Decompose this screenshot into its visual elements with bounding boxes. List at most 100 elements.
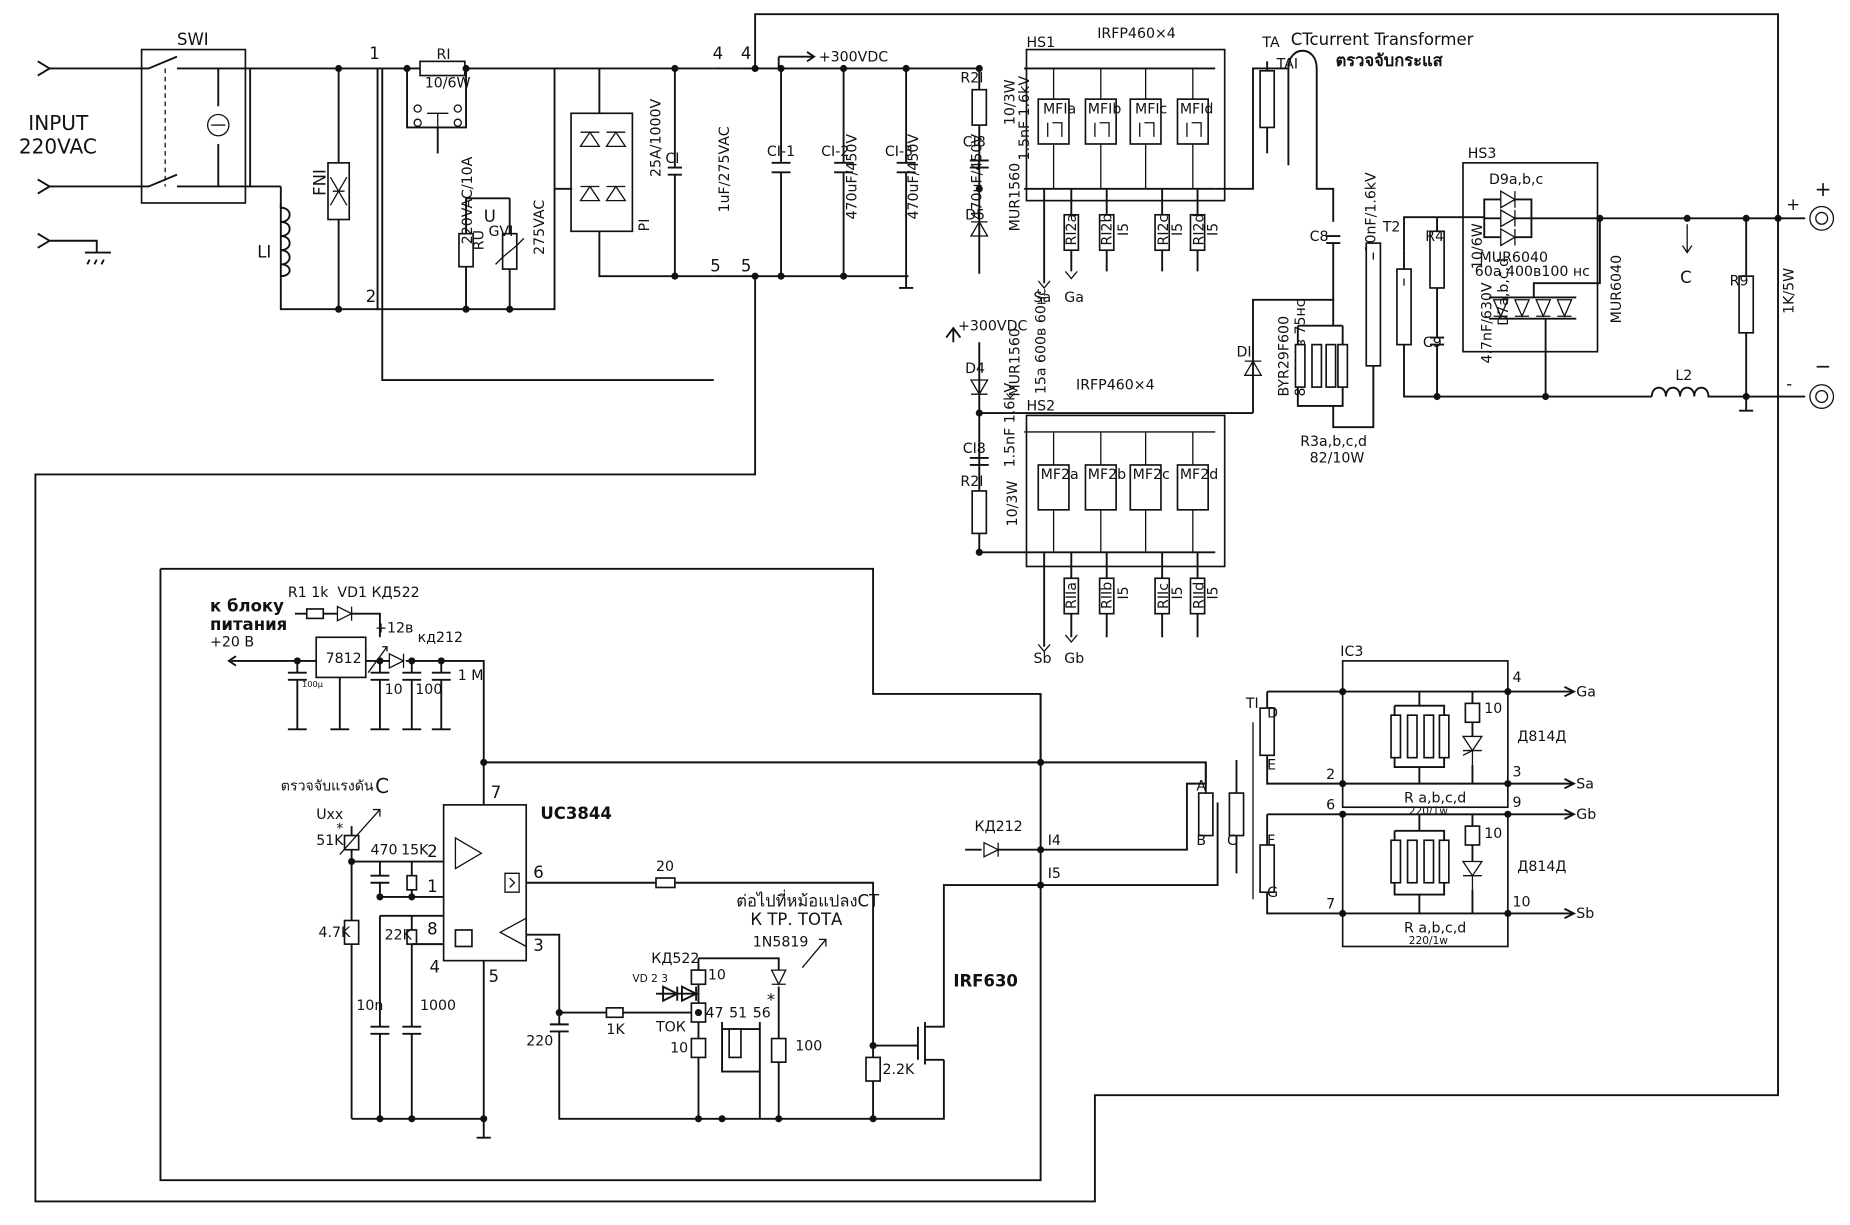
upper-mosfet-bank: R2I 10/3W CI8 1.5nF 1.6kV D5 MUR1560 HS1… xyxy=(960,26,1226,306)
fet-label: IRF630 xyxy=(953,972,1018,991)
gd-pin4: 4 xyxy=(1513,670,1522,686)
cs-r100: 100 xyxy=(795,1038,822,1054)
r22kb-label: 2.2K xyxy=(883,1062,916,1078)
r22k-label: 22K xyxy=(385,927,413,943)
bus-voltage-2: +300VDC xyxy=(958,318,1027,334)
cs-tok: ТОК xyxy=(655,1019,686,1035)
gb-label: Gb xyxy=(1064,651,1084,667)
pin3: 3 xyxy=(533,936,544,955)
input-label-2: 220VAC xyxy=(19,134,97,158)
r51k-label: 51K xyxy=(316,833,344,849)
r21a-val: 10/3W xyxy=(1003,79,1019,125)
r21b-val: 10/3W xyxy=(1005,481,1021,527)
cap-1-val: 470uF/450V xyxy=(845,134,861,220)
hs3-label: HS3 xyxy=(1468,146,1497,162)
cs-r10b: 10 xyxy=(670,1041,688,1057)
r51k-star: * xyxy=(336,821,343,837)
c18a-ref: CI8 xyxy=(963,134,986,150)
gd-pin3: 3 xyxy=(1513,765,1522,781)
ga-label: Ga xyxy=(1064,290,1084,306)
switch-ref: SWI xyxy=(177,30,209,49)
bridge-ref: PI xyxy=(637,219,653,232)
to-supply-3: +20 В xyxy=(210,635,254,651)
sb-label: Sb xyxy=(1034,651,1052,667)
gd-rabcd-2: R a,b,c,d xyxy=(1404,920,1466,936)
to-supply-2: питания xyxy=(210,615,287,634)
mfid: MFId xyxy=(1180,101,1214,117)
d5-val: MUR1560 xyxy=(1007,163,1023,231)
uc3844-controller: UC3844 7 2 1 6 8 3 4 5 ตรวจจับแรงดัน C U… xyxy=(281,758,1207,1139)
gate-drive: A B C TI D E F G IC3 4 2 3 6 9 7 10 10 Д… xyxy=(1039,644,1596,948)
ri2-val-3: I5 xyxy=(1206,223,1222,236)
node-4a: 4 xyxy=(713,44,724,63)
gd-g: G xyxy=(1267,885,1278,901)
ri2a: RI2a xyxy=(1064,214,1080,246)
mf2b: MF2b xyxy=(1088,467,1126,483)
d7-val: MUR6040 xyxy=(1609,255,1625,323)
mfic: MFIc xyxy=(1135,101,1167,117)
d9-val: MUR6040 xyxy=(1480,250,1548,266)
d4-spec: 15a 600в 60нс xyxy=(1033,288,1049,394)
out-plus: + xyxy=(1786,195,1800,214)
plus12-label: +12в xyxy=(375,621,413,637)
mf2d: MF2d xyxy=(1180,467,1218,483)
ta-label: TA xyxy=(1261,35,1280,51)
main-switch: SWI xyxy=(140,30,378,204)
gd-pin9: 9 xyxy=(1513,795,1522,811)
gd-r10a: 10 xyxy=(1484,701,1502,717)
gd-t1: TI xyxy=(1245,696,1259,712)
cap-3-ref: CI-3 xyxy=(885,144,913,160)
c9-val: 4.7nF/630V xyxy=(1479,282,1495,363)
hs2-label: HS2 xyxy=(1026,399,1055,415)
gd-pin7: 7 xyxy=(1326,897,1335,913)
r21a-ref: R2I xyxy=(960,71,983,87)
c18b-ref: CI8 xyxy=(963,441,986,457)
pin5: 5 xyxy=(488,967,499,986)
pin8: 8 xyxy=(427,920,438,939)
cap-1-ref: CI-1 xyxy=(767,144,795,160)
varistor-val: 275VAC xyxy=(532,200,548,255)
ri-val: 10/6W xyxy=(425,75,471,91)
gd-gb: Gb xyxy=(1576,807,1596,823)
r20-label: 20 xyxy=(656,859,674,875)
input-label-1: INPUT xyxy=(28,111,89,135)
ri2d: RI2d xyxy=(1191,213,1207,245)
gd-zener1: Д814Д xyxy=(1517,729,1566,745)
d9-ref: D9a,b,c xyxy=(1489,172,1543,188)
gd-rabcd-1: R a,b,c,d xyxy=(1404,791,1466,807)
bridge-rectifier: PI 25A/1000V CI 1uF/275VAC 4 5 4 5 xyxy=(554,44,974,280)
gd-sa: Sa xyxy=(1576,776,1594,792)
varistor-ref: GVI xyxy=(488,224,513,240)
cap-2-val: 470uF/450V xyxy=(906,134,922,220)
ri2c: RI2c xyxy=(1156,215,1172,246)
r21b-ref: R2I xyxy=(960,474,983,490)
cs-diode: 1N5819 xyxy=(753,934,809,950)
ri2-val-1: I5 xyxy=(1116,223,1132,236)
mf2c: MF2c xyxy=(1133,467,1170,483)
rii-val-1: I5 xyxy=(1116,586,1132,599)
upper-mosfets: MFIa MFIb MFIc MFId xyxy=(1037,68,1214,189)
inductor-label: LI xyxy=(257,242,271,261)
d5-ref: D5 xyxy=(965,208,985,224)
d4-ref: D4 xyxy=(965,361,985,377)
d1-ref: DI xyxy=(1236,344,1251,360)
node15: I5 xyxy=(1048,866,1061,882)
bus-voltage: +300VDC xyxy=(819,49,888,65)
gd-pin2: 2 xyxy=(1326,767,1335,783)
out-minus: - xyxy=(1786,374,1792,393)
sa-label: Sa xyxy=(1034,290,1052,306)
cap-ci-val: 1uF/275VAC xyxy=(717,126,733,212)
gd-f: F xyxy=(1267,833,1275,849)
gd-e: E xyxy=(1267,757,1276,773)
c8-ref: C8 xyxy=(1310,229,1329,245)
ri-ref: RI xyxy=(437,47,451,63)
input-section: INPUT 220VAC xyxy=(19,60,142,265)
cs-r10a: 10 xyxy=(708,968,726,984)
upper-title: IRFP460×4 xyxy=(1097,26,1176,42)
c18a-val: 1.5nF 1.6kV xyxy=(1017,76,1033,161)
gd-b: B xyxy=(1196,833,1206,849)
c-label: C xyxy=(1680,268,1692,287)
lower-mosfet-bank: +300VDC D4 MUR1560 15a 600в 60нс CI8 1.5… xyxy=(945,288,1253,667)
vd1-label: VD1 КД522 xyxy=(337,585,419,601)
